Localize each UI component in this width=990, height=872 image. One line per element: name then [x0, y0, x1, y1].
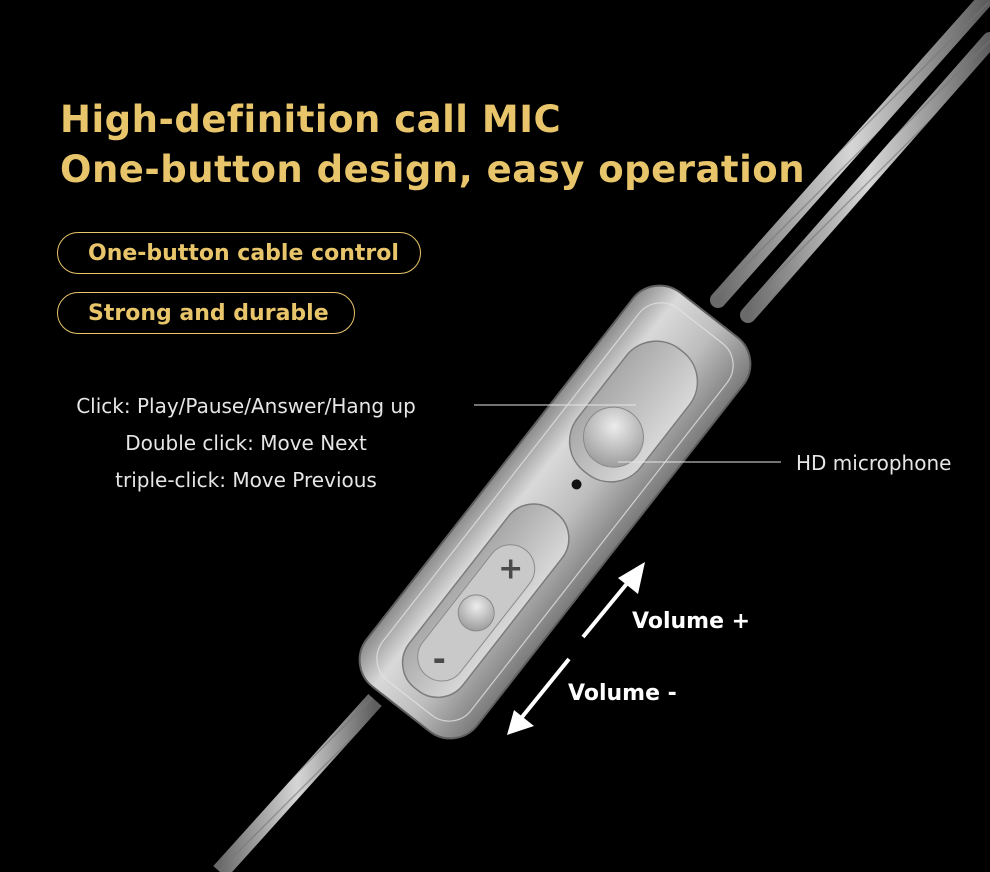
instruction-click: Click: Play/Pause/Answer/Hang up — [76, 394, 416, 418]
headline-line-2: One-button design, easy operation — [60, 148, 806, 191]
volume-plus-glyph: + — [498, 552, 523, 587]
microphone-hole — [571, 479, 582, 490]
feature-label: One-button cable control — [88, 240, 399, 266]
volume-up-label: Volume + — [632, 609, 751, 634]
volume-down-arrow-icon — [507, 657, 571, 735]
instruction-double-click: Double click: Move Next — [125, 431, 367, 455]
feature-pill-cable-control: One-button cable control — [57, 232, 421, 274]
feature-pill-durable: Strong and durable — [57, 292, 355, 334]
instruction-triple-click: triple-click: Move Previous — [115, 468, 377, 492]
lower-cable — [213, 693, 382, 872]
headline-line-1: High-definition call MIC — [60, 98, 562, 141]
volume-up-arrow-icon — [581, 562, 645, 639]
volume-minus-glyph: - — [433, 640, 446, 678]
feature-label: Strong and durable — [88, 300, 329, 326]
inline-remote: + - — [358, 284, 752, 740]
volume-down-label: Volume - — [568, 681, 677, 706]
multifunction-button-cap[interactable] — [571, 395, 655, 479]
upper-cable — [710, 0, 990, 323]
microphone-callout: HD microphone — [796, 451, 952, 475]
